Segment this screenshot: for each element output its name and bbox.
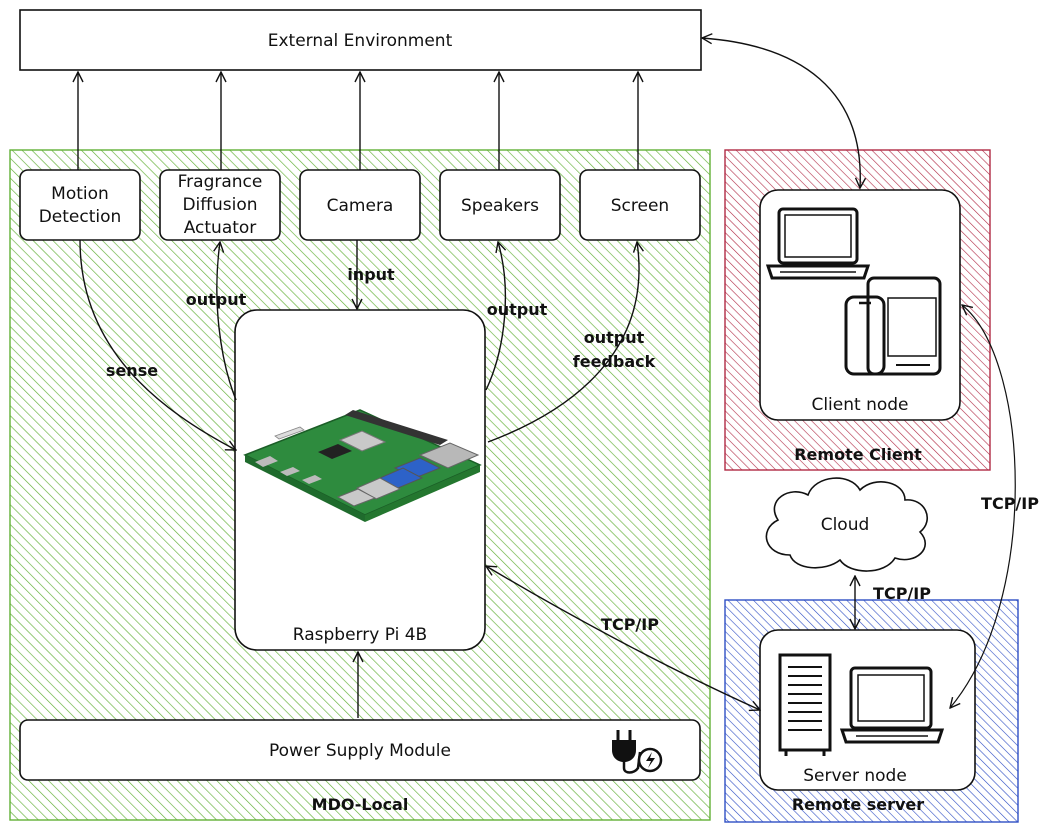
sense-label: sense xyxy=(106,361,158,380)
remote-server-region: Remote server Server node xyxy=(724,599,1019,823)
output-feedback-arrow xyxy=(487,242,639,443)
output-feedback-label-line2: feedback xyxy=(573,352,656,371)
raspberry-pi-box: Raspberry Pi 4B xyxy=(234,309,486,651)
power-plug-icon xyxy=(612,730,663,774)
camera-box: Camera xyxy=(299,169,421,241)
tcpip-cloud-server-label: TCP/IP xyxy=(873,584,931,603)
raspberry-pi-board-icon xyxy=(243,409,482,522)
laptop-icon xyxy=(839,666,945,744)
motion-detection-label-line2: Detection xyxy=(39,207,122,227)
environment-client-link xyxy=(702,38,860,188)
raspberry-pi-label: Raspberry Pi 4B xyxy=(293,625,427,645)
output-fragrance-label: output xyxy=(186,290,247,309)
motion-detection-label-line1: Motion xyxy=(51,184,109,204)
speakers-label: Speakers xyxy=(461,196,539,216)
cloud-label: Cloud xyxy=(821,515,870,535)
smartphone-icon xyxy=(844,295,886,376)
motion-detection-box: Motion Detection xyxy=(19,169,141,241)
power-supply-label: Power Supply Module xyxy=(269,741,451,761)
tcpip-pi-server-label: TCP/IP xyxy=(601,615,659,634)
client-server-tcpip-link xyxy=(950,305,1016,708)
output-fragrance-arrow xyxy=(217,242,237,401)
laptop-icon xyxy=(765,207,871,280)
speakers-box: Speakers xyxy=(439,169,561,241)
fragrance-label-line1: Fragrance xyxy=(178,172,263,192)
remote-server-label: Remote server xyxy=(792,795,924,814)
fragrance-label-line2: Diffusion xyxy=(182,195,257,215)
remote-client-region: Remote Client Client node xyxy=(724,149,991,471)
client-node-label: Client node xyxy=(811,395,908,415)
power-supply-box: Power Supply Module xyxy=(19,719,701,781)
cloud-node: Cloud xyxy=(765,477,928,572)
tcpip-client-server-label: TCP/IP xyxy=(981,494,1039,513)
server-node-label: Server node xyxy=(803,766,907,786)
fragrance-label-line3: Actuator xyxy=(184,218,257,238)
external-environment-box: External Environment xyxy=(19,9,702,71)
sense-arrow xyxy=(79,239,236,450)
mdo-local-label: MDO-Local xyxy=(312,795,409,814)
screen-label: Screen xyxy=(611,196,669,216)
external-environment-label: External Environment xyxy=(268,31,453,51)
screen-box: Screen xyxy=(579,169,701,241)
pi-server-tcpip-link xyxy=(486,566,760,710)
connectors xyxy=(78,38,1016,718)
output-feedback-label-line1: output xyxy=(584,328,645,347)
tablet-icon xyxy=(866,276,942,376)
server-rack-icon xyxy=(778,653,832,756)
fragrance-diffusion-actuator-box: Fragrance Diffusion Actuator xyxy=(159,169,281,241)
remote-client-label: Remote Client xyxy=(794,445,922,464)
camera-label: Camera xyxy=(327,196,394,216)
output-speakers-label: output xyxy=(487,300,548,319)
input-camera-label: input xyxy=(347,265,395,284)
output-speakers-arrow xyxy=(485,242,505,391)
